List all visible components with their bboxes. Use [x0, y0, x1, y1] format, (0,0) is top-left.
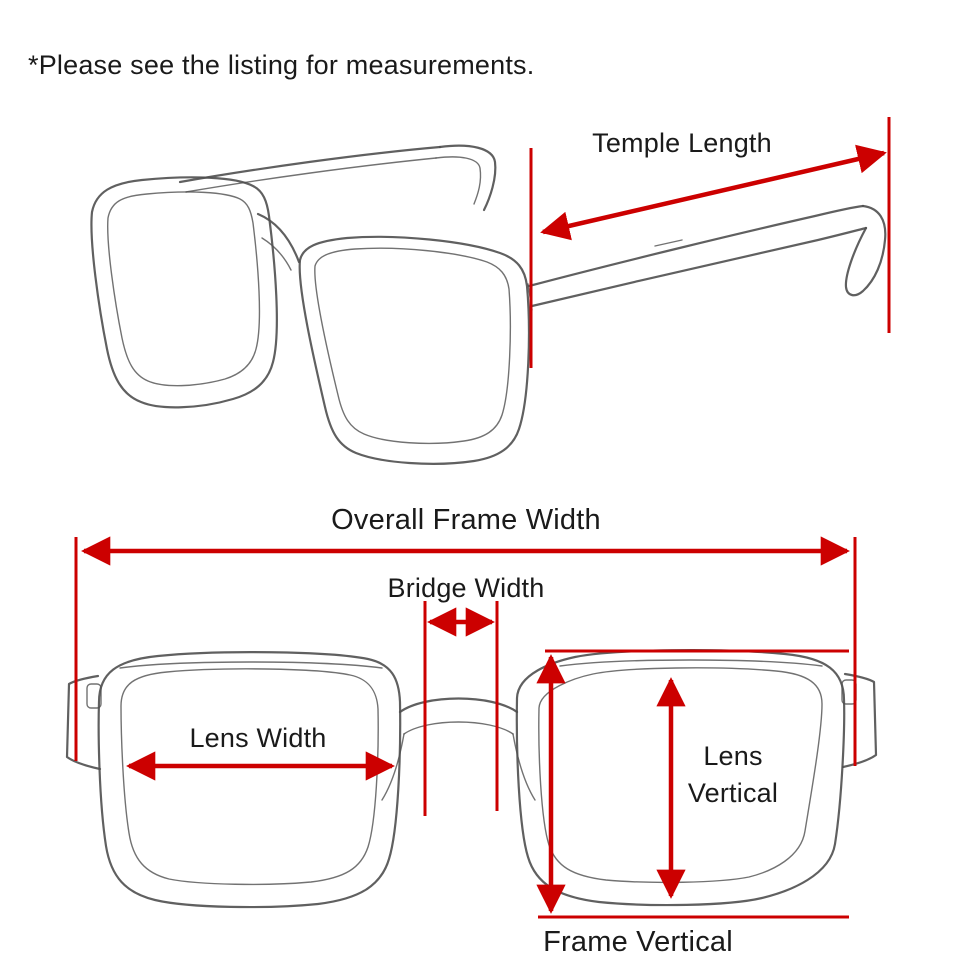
near-temple-sketch	[527, 204, 865, 288]
lens-width-label: Lens Width	[189, 723, 327, 753]
front-left-lens-outline	[97, 651, 402, 909]
left-endpiece-sketch	[65, 674, 102, 771]
frame-vertical-measure	[536, 649, 849, 919]
front-left-lens-inner-rim	[120, 668, 379, 886]
bridge-sketch	[256, 212, 301, 264]
front-bridge-sketch	[398, 697, 519, 714]
temple-length-label: Temple Length	[592, 128, 772, 158]
listing-note: *Please see the listing for measurements…	[28, 50, 535, 80]
bridge-width-label: Bridge Width	[387, 573, 545, 603]
frame-vertical-label: Frame Vertical	[543, 926, 733, 958]
far-temple-sketch	[178, 145, 442, 184]
left-lens-outline	[90, 176, 278, 409]
lens-vertical-label: Lens Vertical	[687, 741, 779, 808]
temple-length-measure	[529, 117, 891, 368]
right-endpiece-sketch	[841, 672, 878, 769]
left-rivet-sketch	[86, 683, 102, 709]
right-lens-inner-rim	[314, 247, 511, 445]
right-lens-outline	[298, 235, 531, 465]
overall-frame-width-measure	[74, 536, 857, 766]
bridge-width-measure	[423, 601, 499, 816]
temple-ear-hook-sketch	[844, 204, 887, 297]
left-lens-inner-rim	[107, 191, 261, 387]
overall-frame-width-label: Overall Frame Width	[331, 504, 601, 536]
temple-length-arrow	[540, 144, 887, 241]
glasses-three-quarter-view-sketch	[90, 144, 887, 465]
